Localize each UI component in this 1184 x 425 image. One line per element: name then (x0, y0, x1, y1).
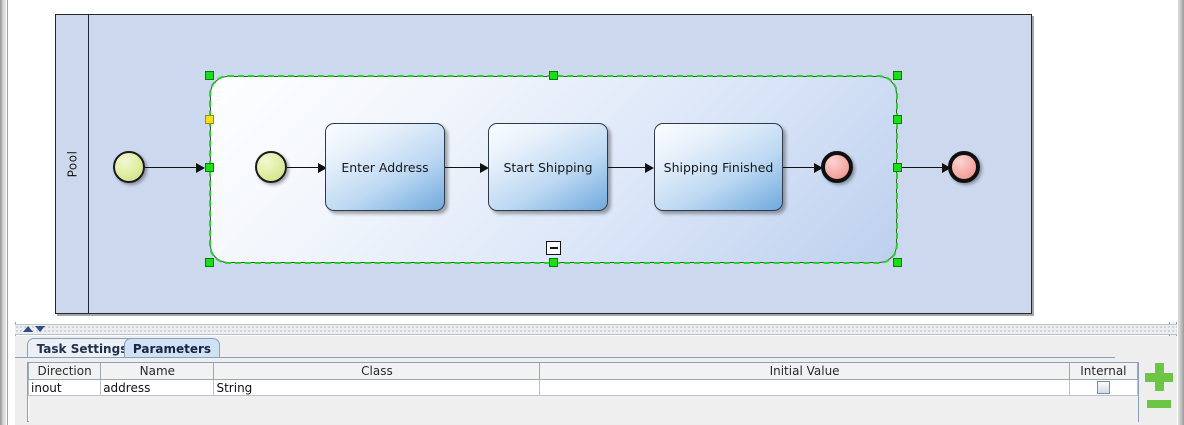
pool-label-strip: Pool (56, 15, 89, 313)
tab-label: Parameters (132, 341, 212, 356)
column-header-initial-value[interactable]: Initial Value (539, 363, 1070, 380)
resize-handle-top-right[interactable] (893, 71, 902, 80)
resize-handle-bottom-center[interactable] (549, 258, 558, 267)
resize-handle-top-center[interactable] (549, 71, 558, 80)
task-label: Start Shipping (503, 159, 593, 175)
column-header-name[interactable]: Name (100, 363, 215, 380)
arrowhead (942, 163, 951, 173)
resize-handle-bottom-left[interactable] (205, 258, 214, 267)
sequence-flow-start-to-subprocess (145, 167, 197, 168)
sequence-flow-3 (608, 167, 646, 168)
add-parameter-button[interactable] (1145, 363, 1173, 391)
column-header-class[interactable]: Class (213, 363, 541, 380)
cell-internal[interactable] (1068, 379, 1139, 396)
tab-strip-underline (15, 357, 1115, 358)
tab-strip: Task Settings Parameters (15, 336, 1115, 358)
table-empty-area (28, 395, 1138, 424)
properties-panel: Task Settings Parameters Direction Name … (15, 336, 1177, 425)
resize-handle-middle-right[interactable] (893, 163, 902, 172)
column-header-internal[interactable]: Internal (1068, 363, 1139, 380)
arrowhead (196, 163, 205, 173)
arrowhead (480, 163, 489, 173)
sequence-flow-4 (783, 167, 815, 168)
pool-label: Pool (64, 150, 79, 178)
cell-class[interactable]: String (213, 379, 541, 396)
column-header-direction[interactable]: Direction (27, 363, 102, 380)
parameters-table-container[interactable]: Direction Name Class Initial Value Inter… (27, 362, 1139, 424)
cell-name[interactable]: address (100, 379, 215, 396)
table-action-buttons (1143, 362, 1177, 422)
resize-handle-right-upper[interactable] (893, 115, 902, 124)
start-event-outer[interactable] (113, 151, 145, 183)
cell-direction[interactable]: inout (27, 379, 102, 396)
cell-initial-value[interactable] (539, 379, 1070, 396)
task-label: Shipping Finished (663, 159, 774, 175)
internal-checkbox[interactable] (1096, 381, 1110, 394)
start-event-inner[interactable] (255, 151, 287, 183)
table-header-row: Direction Name Class Initial Value Inter… (27, 363, 1139, 380)
remove-parameter-button[interactable] (1147, 400, 1171, 408)
split-pane-divider[interactable] (15, 324, 1177, 335)
arrowhead (318, 163, 327, 173)
window-right-edge (1178, 0, 1184, 425)
tab-parameters[interactable]: Parameters (124, 338, 220, 358)
end-event-inner[interactable] (821, 151, 853, 183)
arrowhead (645, 163, 654, 173)
tab-task-settings[interactable]: Task Settings (27, 338, 137, 358)
task-shipping-finished[interactable]: Shipping Finished (654, 123, 783, 211)
diagram-canvas[interactable]: Pool Enter Address Start Shipping Shippi… (15, 0, 1177, 322)
resize-handle-top-left[interactable] (205, 71, 214, 80)
parameters-table: Direction Name Class Initial Value Inter… (27, 363, 1139, 424)
minus-icon[interactable] (546, 241, 561, 255)
task-label: Enter Address (341, 159, 429, 175)
arrowhead (814, 163, 823, 173)
sequence-flow-subprocess-to-end (901, 167, 943, 168)
sequence-flow-2 (445, 167, 481, 168)
triangle-down-icon[interactable] (35, 326, 45, 332)
resize-handle-bottom-right[interactable] (893, 258, 902, 267)
task-enter-address[interactable]: Enter Address (325, 123, 445, 211)
table-row[interactable]: inout address String (27, 379, 1139, 396)
label-handle[interactable] (205, 115, 214, 124)
end-event-outer[interactable] (948, 151, 980, 183)
task-start-shipping[interactable]: Start Shipping (488, 123, 608, 211)
triangle-up-icon[interactable] (23, 326, 33, 332)
sequence-flow-1 (287, 167, 319, 168)
resize-handle-middle-left[interactable] (205, 163, 214, 172)
window-left-edge (0, 0, 6, 425)
tab-label: Task Settings (36, 341, 128, 356)
